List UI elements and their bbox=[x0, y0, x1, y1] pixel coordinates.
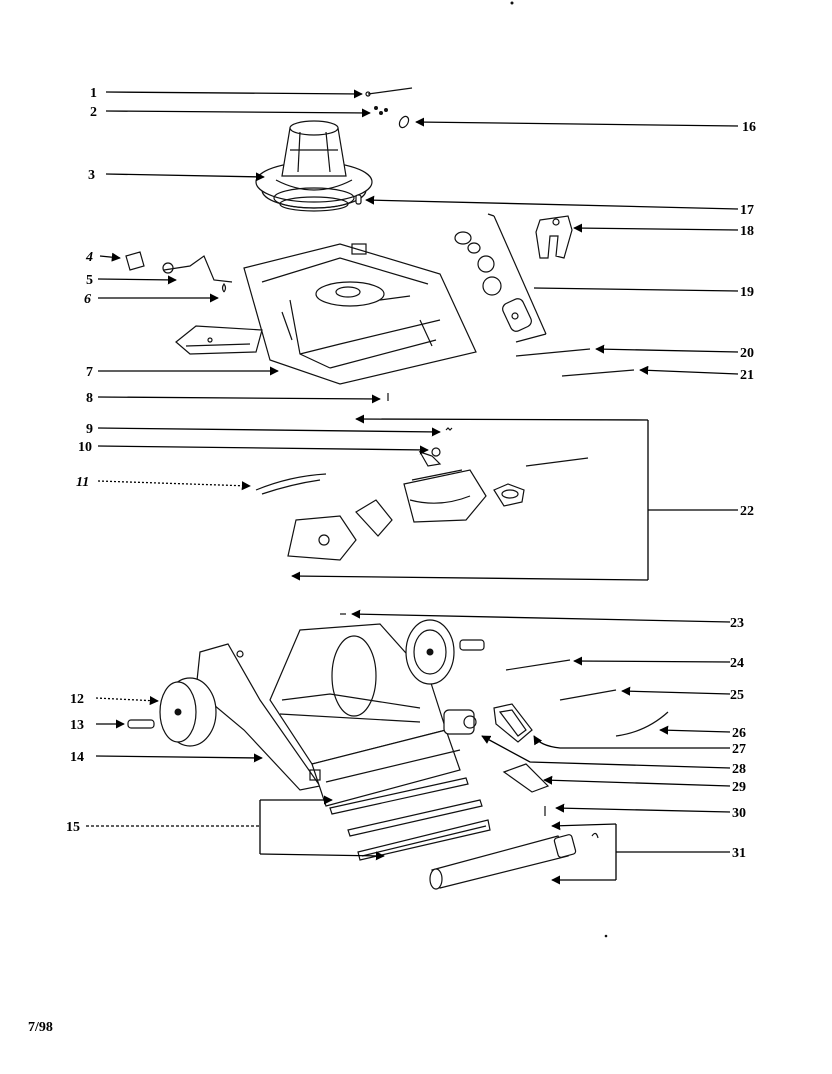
callout-23: 23 bbox=[730, 616, 744, 631]
callout-12: 12 bbox=[70, 692, 84, 707]
rod-part-20 bbox=[515, 348, 591, 357]
callout-16: 16 bbox=[742, 120, 756, 135]
lower-chassis-part-14 bbox=[195, 623, 461, 807]
nozzle-assembly-part-22 bbox=[287, 450, 589, 561]
latch-part-29 bbox=[502, 763, 550, 793]
callout-15: 15 bbox=[66, 820, 80, 835]
callout-25: 25 bbox=[730, 688, 744, 703]
rear-wheel-part bbox=[405, 619, 485, 685]
clip-part-4 bbox=[125, 251, 145, 271]
callout-10: 10 bbox=[78, 440, 92, 455]
base-housing-part-7 bbox=[243, 243, 477, 385]
spring-part-9 bbox=[445, 427, 453, 431]
pulley-part-28 bbox=[443, 709, 477, 735]
callout-2: 2 bbox=[90, 105, 97, 120]
pedal-part bbox=[175, 325, 263, 355]
gear-part-10 bbox=[431, 447, 441, 457]
screw-part-1 bbox=[365, 87, 413, 97]
callout-28: 28 bbox=[732, 762, 746, 777]
callout-27: 27 bbox=[732, 742, 746, 757]
switch-assembly-part-19 bbox=[454, 213, 547, 343]
callout-7: 7 bbox=[86, 365, 93, 380]
clip-part-16 bbox=[398, 115, 410, 129]
callout-9: 9 bbox=[86, 422, 93, 437]
cord-part-11 bbox=[255, 473, 327, 495]
callout-21: 21 bbox=[740, 368, 754, 383]
brush-part-17 bbox=[355, 194, 362, 205]
rod-part-25 bbox=[559, 689, 617, 701]
screws-part-2 bbox=[374, 106, 388, 115]
callout-30: 30 bbox=[732, 806, 746, 821]
callout-20: 20 bbox=[740, 346, 754, 361]
wire-part-26 bbox=[615, 711, 669, 737]
axle-part-13 bbox=[127, 719, 155, 729]
callout-17: 17 bbox=[740, 203, 754, 218]
callout-3: 3 bbox=[88, 168, 95, 183]
callout-26: 26 bbox=[732, 726, 746, 741]
callout-4: 4 bbox=[85, 250, 93, 265]
footer-date: 7/98 bbox=[28, 1020, 53, 1035]
callout-5: 5 bbox=[86, 273, 93, 288]
tube-part-31 bbox=[429, 832, 599, 890]
callout-24: 24 bbox=[730, 656, 744, 671]
wheel-part-12 bbox=[159, 677, 217, 747]
callout-31: 31 bbox=[732, 846, 746, 861]
callout-22: 22 bbox=[740, 504, 754, 519]
belt-part-27 bbox=[493, 703, 533, 743]
callout-13: 13 bbox=[70, 718, 84, 733]
callout-19: 19 bbox=[740, 285, 754, 300]
rod-part-21 bbox=[561, 369, 635, 377]
callout-14: 14 bbox=[70, 750, 84, 765]
callout-8: 8 bbox=[86, 391, 93, 406]
callout-6: 6 bbox=[84, 292, 91, 307]
callout-11: 11 bbox=[76, 475, 89, 490]
bracket-part-18 bbox=[535, 215, 573, 259]
rod-part-24 bbox=[505, 659, 571, 671]
callout-29: 29 bbox=[732, 780, 746, 795]
spring-part-6 bbox=[221, 282, 227, 293]
brush-strips-part-15 bbox=[329, 777, 491, 861]
lever-part-5 bbox=[162, 255, 233, 283]
motor-part-3 bbox=[255, 120, 373, 212]
callout-1: 1 bbox=[90, 86, 97, 101]
callout-18: 18 bbox=[740, 224, 754, 239]
